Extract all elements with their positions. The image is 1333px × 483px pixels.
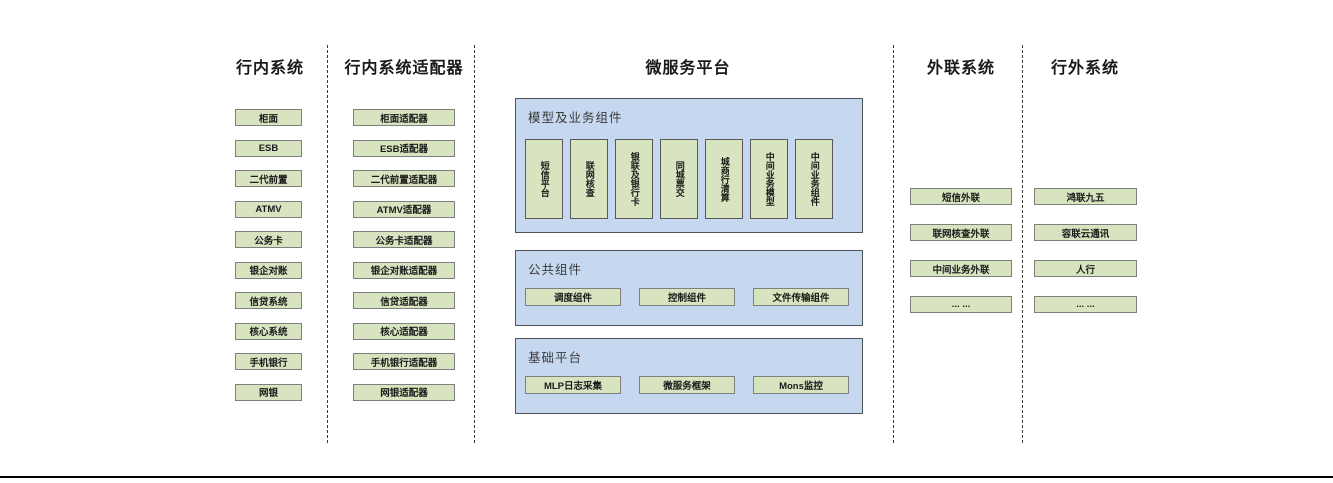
component-box: Mons监控 [753, 376, 849, 394]
component-box: MLP日志采集 [525, 376, 621, 394]
adapter-box: 核心适配器 [353, 322, 455, 340]
adapter-box: ATMV适配器 [353, 200, 455, 218]
system-box: ATMV [235, 200, 302, 218]
outside-system-box: 鸿联九五 [1034, 188, 1137, 205]
column-divider [474, 45, 475, 443]
adapter-box: 二代前置适配器 [353, 170, 455, 187]
adapter-box: 网银适配器 [353, 383, 455, 401]
external-link-box: 中间业务外联 [910, 260, 1012, 277]
column-divider [327, 45, 328, 443]
external-link-list: 短信外联联网核查外联中间业务外联 ... ... [910, 188, 1012, 313]
component-box: 文件传输组件 [753, 288, 849, 306]
component-box-vertical: 短信平台 [525, 139, 563, 219]
system-box: 柜面 [235, 109, 302, 126]
system-box: 二代前置 [235, 170, 302, 187]
adapter-list: 柜面适配器 ESB适配器二代前置适配器 ATMV适配器公务卡适配器银企对账适配器信贷… [353, 109, 455, 401]
column-header-microservice-platform: 微服务平台 [645, 60, 731, 77]
system-box: 公务卡 [235, 231, 302, 248]
component-box: 控制组件 [639, 288, 735, 306]
bottom-rule [0, 476, 1333, 478]
system-box: 手机银行 [235, 353, 302, 370]
adapter-box: 手机银行适配器 [353, 353, 455, 370]
component-box: 微服务框架 [639, 376, 735, 394]
system-box: 信贷系统 [235, 292, 302, 309]
base-platform-list: MLP日志采集微服务框架 Mons监控 [525, 376, 849, 394]
column-header-internal-systems: 行内系统 [235, 60, 304, 77]
column-header-internal-system-adapters: 行内系统适配器 [344, 60, 464, 77]
column-divider [1022, 45, 1023, 443]
system-box: 银企对账 [235, 261, 302, 279]
panel-title: 公共组件 [528, 263, 583, 277]
adapter-box: 银企对账适配器 [353, 261, 455, 279]
external-link-box: ... ... [910, 296, 1012, 313]
outside-system-list: 鸿联九五容联云通讯人行 ... ... [1034, 188, 1137, 313]
adapter-box: 柜面适配器 [353, 109, 455, 126]
component-box-vertical: 城商行清算 [705, 139, 743, 219]
outside-system-box: 容联云通讯 [1034, 224, 1137, 241]
external-link-box: 短信外联 [910, 188, 1012, 205]
adapter-box: ESB适配器 [353, 139, 455, 157]
system-box: ESB [235, 139, 302, 157]
component-box-vertical: 中间业务模型 [750, 139, 788, 219]
outside-system-box: 人行 [1034, 260, 1137, 277]
adapter-box: 信贷适配器 [353, 292, 455, 309]
column-divider [893, 45, 894, 443]
panel-model-business-components: 模型及业务组件 短信平台联网核查银联及银行卡同城票交城商行清算中间业务模型中间业… [515, 98, 863, 233]
component-box: 调度组件 [525, 288, 621, 306]
column-header-external-link-systems: 外联系统 [926, 60, 995, 77]
panel-title: 基础平台 [528, 351, 583, 365]
model-component-list: 短信平台联网核查银联及银行卡同城票交城商行清算中间业务模型中间业务组件 [525, 139, 833, 219]
adapter-box: 公务卡适配器 [353, 231, 455, 248]
panel-title: 模型及业务组件 [528, 111, 623, 125]
external-link-box: 联网核查外联 [910, 224, 1012, 241]
internal-systems-list: 柜面 ESB 二代前置 ATMV 公务卡银企对账信贷系统核心系统手机银行网银 [235, 109, 302, 401]
component-box-vertical: 联网核查 [570, 139, 608, 219]
outside-system-box: ... ... [1034, 296, 1137, 313]
common-component-list: 调度组件控制组件文件传输组件 [525, 288, 849, 306]
system-box: 核心系统 [235, 322, 302, 340]
system-box: 网银 [235, 383, 302, 401]
component-box-vertical: 银联及银行卡 [615, 139, 653, 219]
component-box-vertical: 同城票交 [660, 139, 698, 219]
panel-common-components: 公共组件 调度组件控制组件文件传输组件 [515, 250, 863, 326]
panel-base-platform: 基础平台 MLP日志采集微服务框架 Mons监控 [515, 338, 863, 414]
component-box-vertical: 中间业务组件 [795, 139, 833, 219]
column-header-outside-systems: 行外系统 [1050, 60, 1119, 77]
